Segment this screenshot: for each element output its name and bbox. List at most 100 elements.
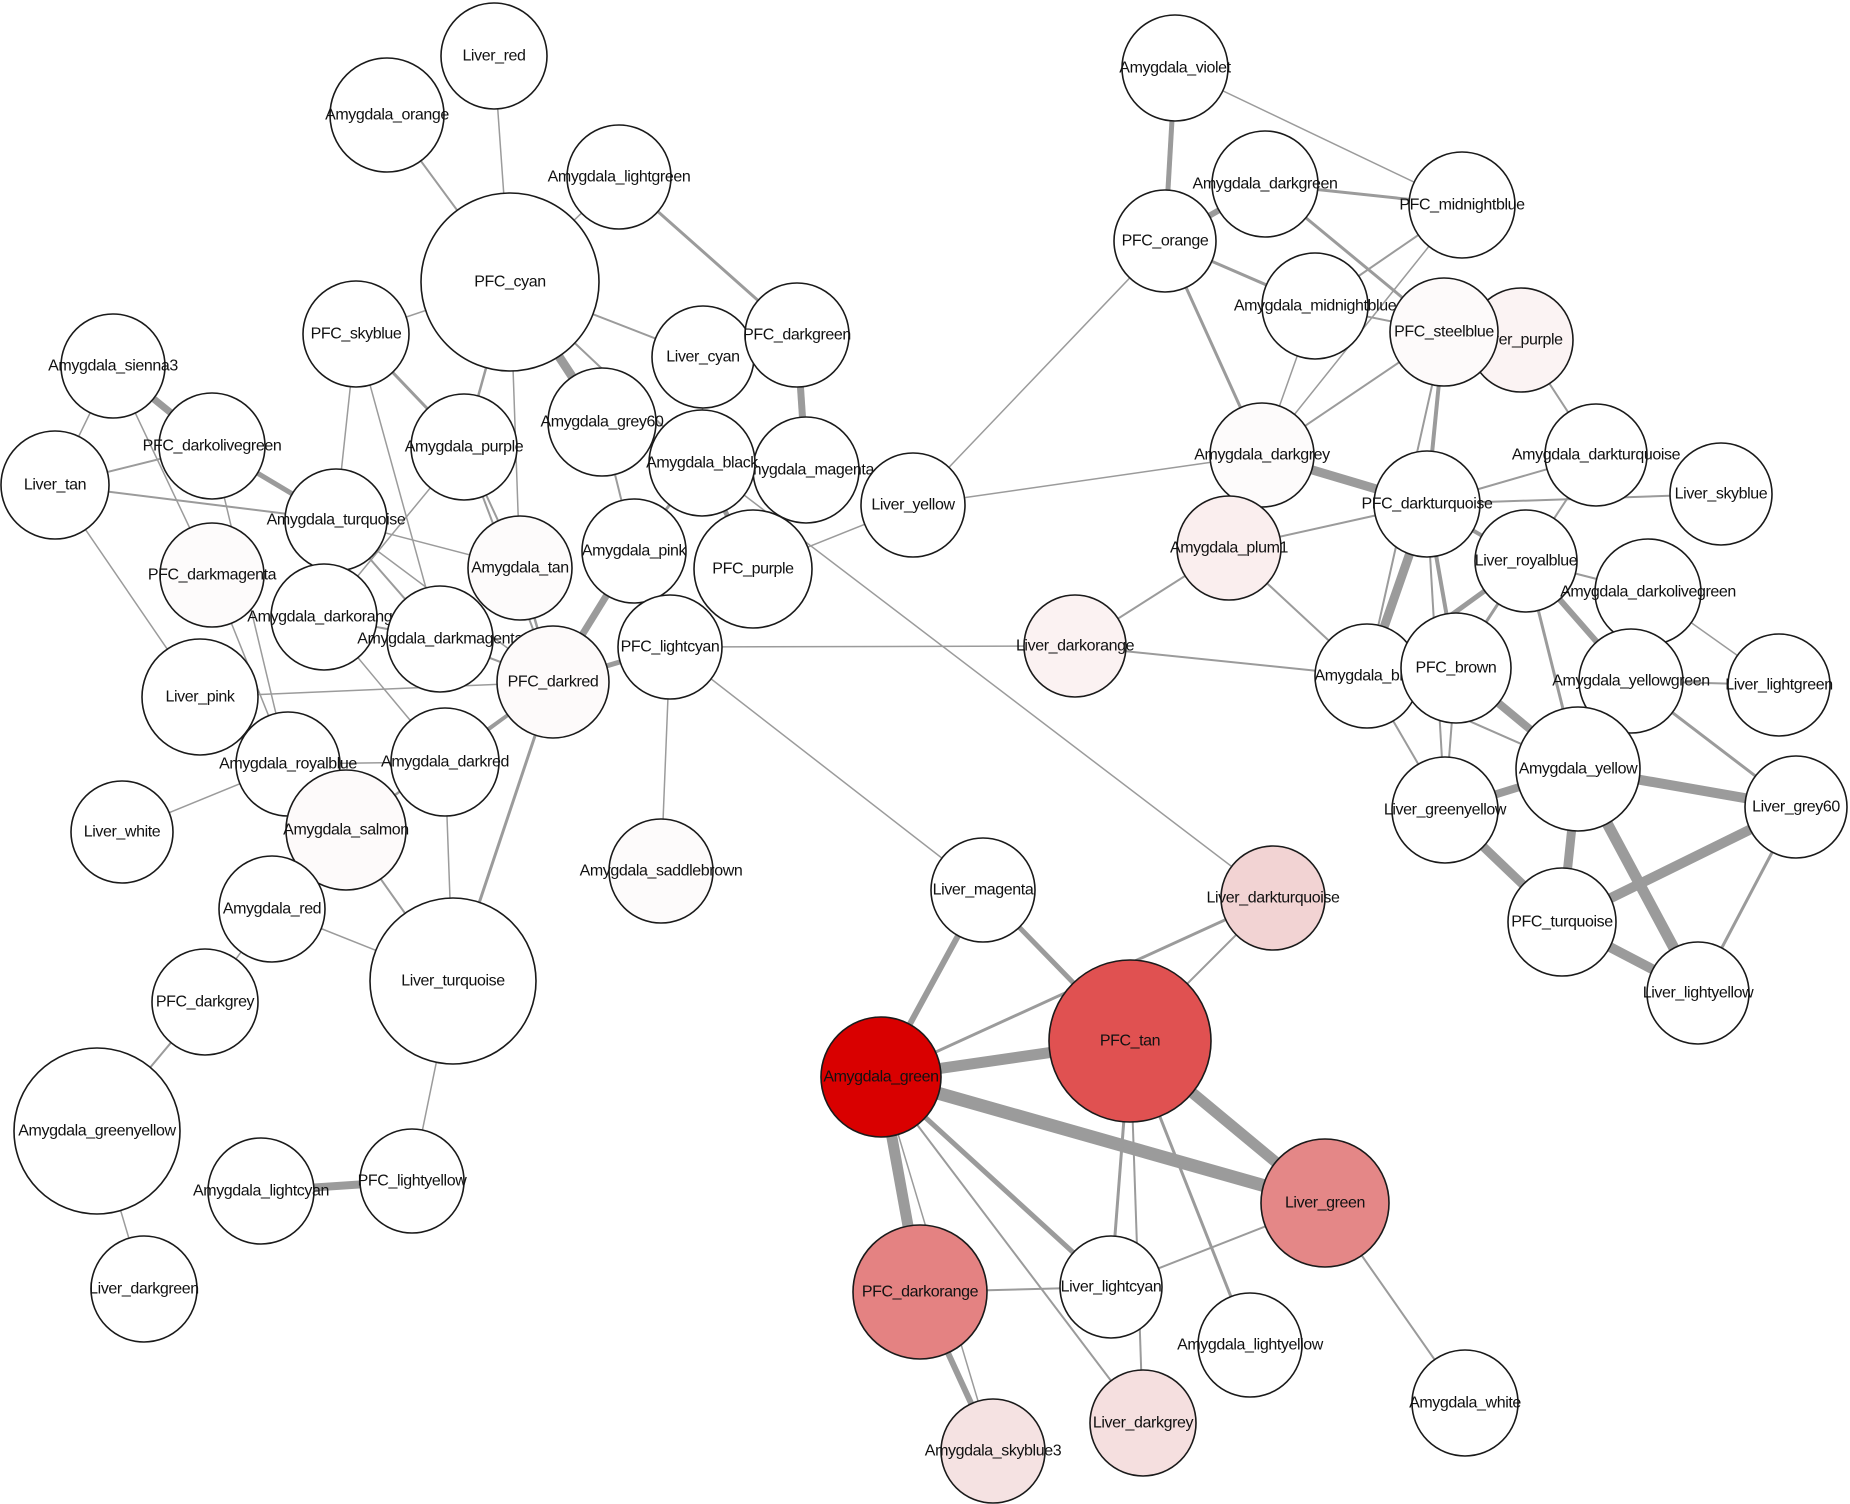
node-circle[interactable] (820, 1016, 942, 1138)
node-PFC_steelblue[interactable]: PFC_steelblue (1389, 277, 1499, 387)
node-Amygdala_darkgrey[interactable]: Amygdala_darkgrey (1194, 402, 1331, 508)
node-circle[interactable] (648, 409, 756, 517)
node-circle[interactable] (1646, 941, 1750, 1045)
node-Amygdala_lightyellow[interactable]: Amygdala_lightyellow (1177, 1292, 1324, 1398)
node-Amygdala_lightcyan[interactable]: Amygdala_lightcyan (193, 1137, 329, 1245)
node-circle[interactable] (13, 1047, 181, 1215)
node-PFC_turquoise[interactable]: PFC_turquoise (1507, 867, 1617, 977)
node-Liver_turquoise[interactable]: Liver_turquoise (369, 897, 537, 1065)
node-circle[interactable] (151, 948, 259, 1056)
node-Amygdala_darkmagenta[interactable]: Amygdala_darkmagenta (357, 585, 524, 693)
node-PFC_midnightblue[interactable]: PFC_midnightblue (1399, 151, 1526, 259)
node-circle[interactable] (1260, 1138, 1390, 1268)
node-PFC_cyan[interactable]: PFC_cyan (420, 192, 600, 372)
node-circle[interactable] (467, 515, 573, 621)
node-circle[interactable] (60, 313, 166, 419)
node-Liver_darkgrey[interactable]: Liver_darkgrey (1089, 1369, 1197, 1477)
node-Liver_royalblue[interactable]: Liver_royalblue (1474, 509, 1578, 613)
node-circle[interactable] (302, 280, 410, 388)
node-circle[interactable] (207, 1137, 315, 1245)
node-PFC_purple[interactable]: PFC_purple (693, 509, 813, 629)
node-circle[interactable] (1474, 509, 1578, 613)
node-Amygdala_darkred[interactable]: Amygdala_darkred (381, 707, 509, 817)
node-circle[interactable] (1048, 959, 1212, 1123)
node-circle[interactable] (852, 1224, 988, 1360)
node-PFC_darkolivegreen[interactable]: PFC_darkolivegreen (143, 392, 282, 500)
node-Amygdala_black[interactable]: Amygdala_black (646, 409, 760, 517)
node-circle[interactable] (744, 282, 850, 388)
node-Amygdala_orange[interactable]: Amygdala_orange (325, 57, 450, 173)
node-Liver_darkorange[interactable]: Liver_darkorange (1016, 594, 1135, 698)
node-circle[interactable] (940, 1398, 1046, 1504)
node-PFC_darkorange[interactable]: PFC_darkorange (852, 1224, 988, 1360)
node-circle[interactable] (1669, 442, 1773, 546)
node-circle[interactable] (1023, 594, 1127, 698)
node-Liver_lightcyan[interactable]: Liver_lightcyan (1059, 1235, 1163, 1339)
node-circle[interactable] (1220, 845, 1326, 951)
node-Liver_yellow[interactable]: Liver_yellow (860, 452, 966, 558)
node-circle[interactable] (1261, 252, 1369, 360)
node-circle[interactable] (1059, 1235, 1163, 1339)
node-circle[interactable] (0, 430, 110, 540)
node-circle[interactable] (581, 498, 687, 604)
node-circle[interactable] (70, 780, 174, 884)
node-Amygdala_grey60[interactable]: Amygdala_grey60 (541, 367, 664, 477)
node-Amygdala_darkturquoise[interactable]: Amygdala_darkturquoise (1512, 403, 1681, 507)
node-circle[interactable] (1578, 628, 1684, 734)
node-circle[interactable] (608, 818, 714, 924)
node-circle[interactable] (1411, 1349, 1519, 1457)
node-Amygdala_midnightblue[interactable]: Amygdala_midnightblue (1234, 252, 1397, 360)
node-PFC_skyblue[interactable]: PFC_skyblue (302, 280, 410, 388)
node-Amygdala_darkgreen[interactable]: Amygdala_darkgreen (1193, 130, 1338, 238)
node-Liver_lightgreen[interactable]: Liver_lightgreen (1725, 633, 1833, 737)
node-circle[interactable] (496, 625, 610, 739)
node-circle[interactable] (1211, 130, 1319, 238)
node-circle[interactable] (1515, 706, 1641, 832)
node-circle[interactable] (1121, 14, 1229, 122)
node-Amygdala_white[interactable]: Amygdala_white (1409, 1349, 1522, 1457)
node-circle[interactable] (359, 1128, 465, 1234)
node-Amygdala_tan[interactable]: Amygdala_tan (467, 515, 573, 621)
node-circle[interactable] (141, 638, 259, 756)
node-Liver_cyan[interactable]: Liver_cyan (651, 305, 755, 409)
node-circle[interactable] (1389, 277, 1499, 387)
node-Amygdala_magenta[interactable]: Amygdala_magenta (738, 416, 875, 524)
node-circle[interactable] (1507, 867, 1617, 977)
node-Amygdala_purple[interactable]: Amygdala_purple (405, 393, 524, 501)
node-Liver_skyblue[interactable]: Liver_skyblue (1669, 442, 1773, 546)
node-circle[interactable] (270, 563, 378, 671)
node-Amygdala_greenyellow[interactable]: Amygdala_greenyellow (13, 1047, 181, 1215)
node-Liver_green[interactable]: Liver_green (1260, 1138, 1390, 1268)
node-circle[interactable] (158, 392, 266, 500)
node-Amygdala_yellow[interactable]: Amygdala_yellow (1515, 706, 1641, 832)
node-PFC_tan[interactable]: PFC_tan (1048, 959, 1212, 1123)
node-Amygdala_pink[interactable]: Amygdala_pink (581, 498, 688, 604)
node-circle[interactable] (90, 1235, 198, 1343)
node-circle[interactable] (1744, 755, 1848, 859)
node-Amygdala_darkolivegreen[interactable]: Amygdala_darkolivegreen (1560, 538, 1736, 646)
node-circle[interactable] (547, 367, 657, 477)
node-PFC_darkgreen[interactable]: PFC_darkgreen (743, 282, 851, 388)
node-circle[interactable] (386, 585, 494, 693)
node-Amygdala_blue[interactable]: Amygdala_blue (1314, 623, 1420, 729)
node-circle[interactable] (1544, 403, 1648, 507)
node-circle[interactable] (617, 594, 723, 700)
node-Liver_red[interactable]: Liver_red (440, 2, 548, 110)
node-Liver_greenyellow[interactable]: Liver_greenyellow (1384, 756, 1507, 864)
node-Amygdala_darkorange[interactable]: Amygdala_darkorange (247, 563, 402, 671)
node-Amygdala_green[interactable]: Amygdala_green (820, 1016, 942, 1138)
node-PFC_lightyellow[interactable]: PFC_lightyellow (358, 1128, 468, 1234)
node-Liver_grey60[interactable]: Liver_grey60 (1744, 755, 1848, 859)
node-circle[interactable] (440, 2, 548, 110)
node-circle[interactable] (1089, 1369, 1197, 1477)
node-circle[interactable] (1400, 612, 1512, 724)
node-circle[interactable] (1727, 633, 1831, 737)
node-PFC_brown[interactable]: PFC_brown (1400, 612, 1512, 724)
node-Amygdala_sienna3[interactable]: Amygdala_sienna3 (48, 313, 179, 419)
node-Liver_magenta[interactable]: Liver_magenta (930, 837, 1036, 943)
node-circle[interactable] (1176, 495, 1282, 601)
node-circle[interactable] (566, 124, 672, 230)
node-Amygdala_salmon[interactable]: Amygdala_salmon (283, 769, 409, 891)
node-PFC_orange[interactable]: PFC_orange (1113, 189, 1217, 293)
node-PFC_darkgrey[interactable]: PFC_darkgrey (151, 948, 259, 1056)
